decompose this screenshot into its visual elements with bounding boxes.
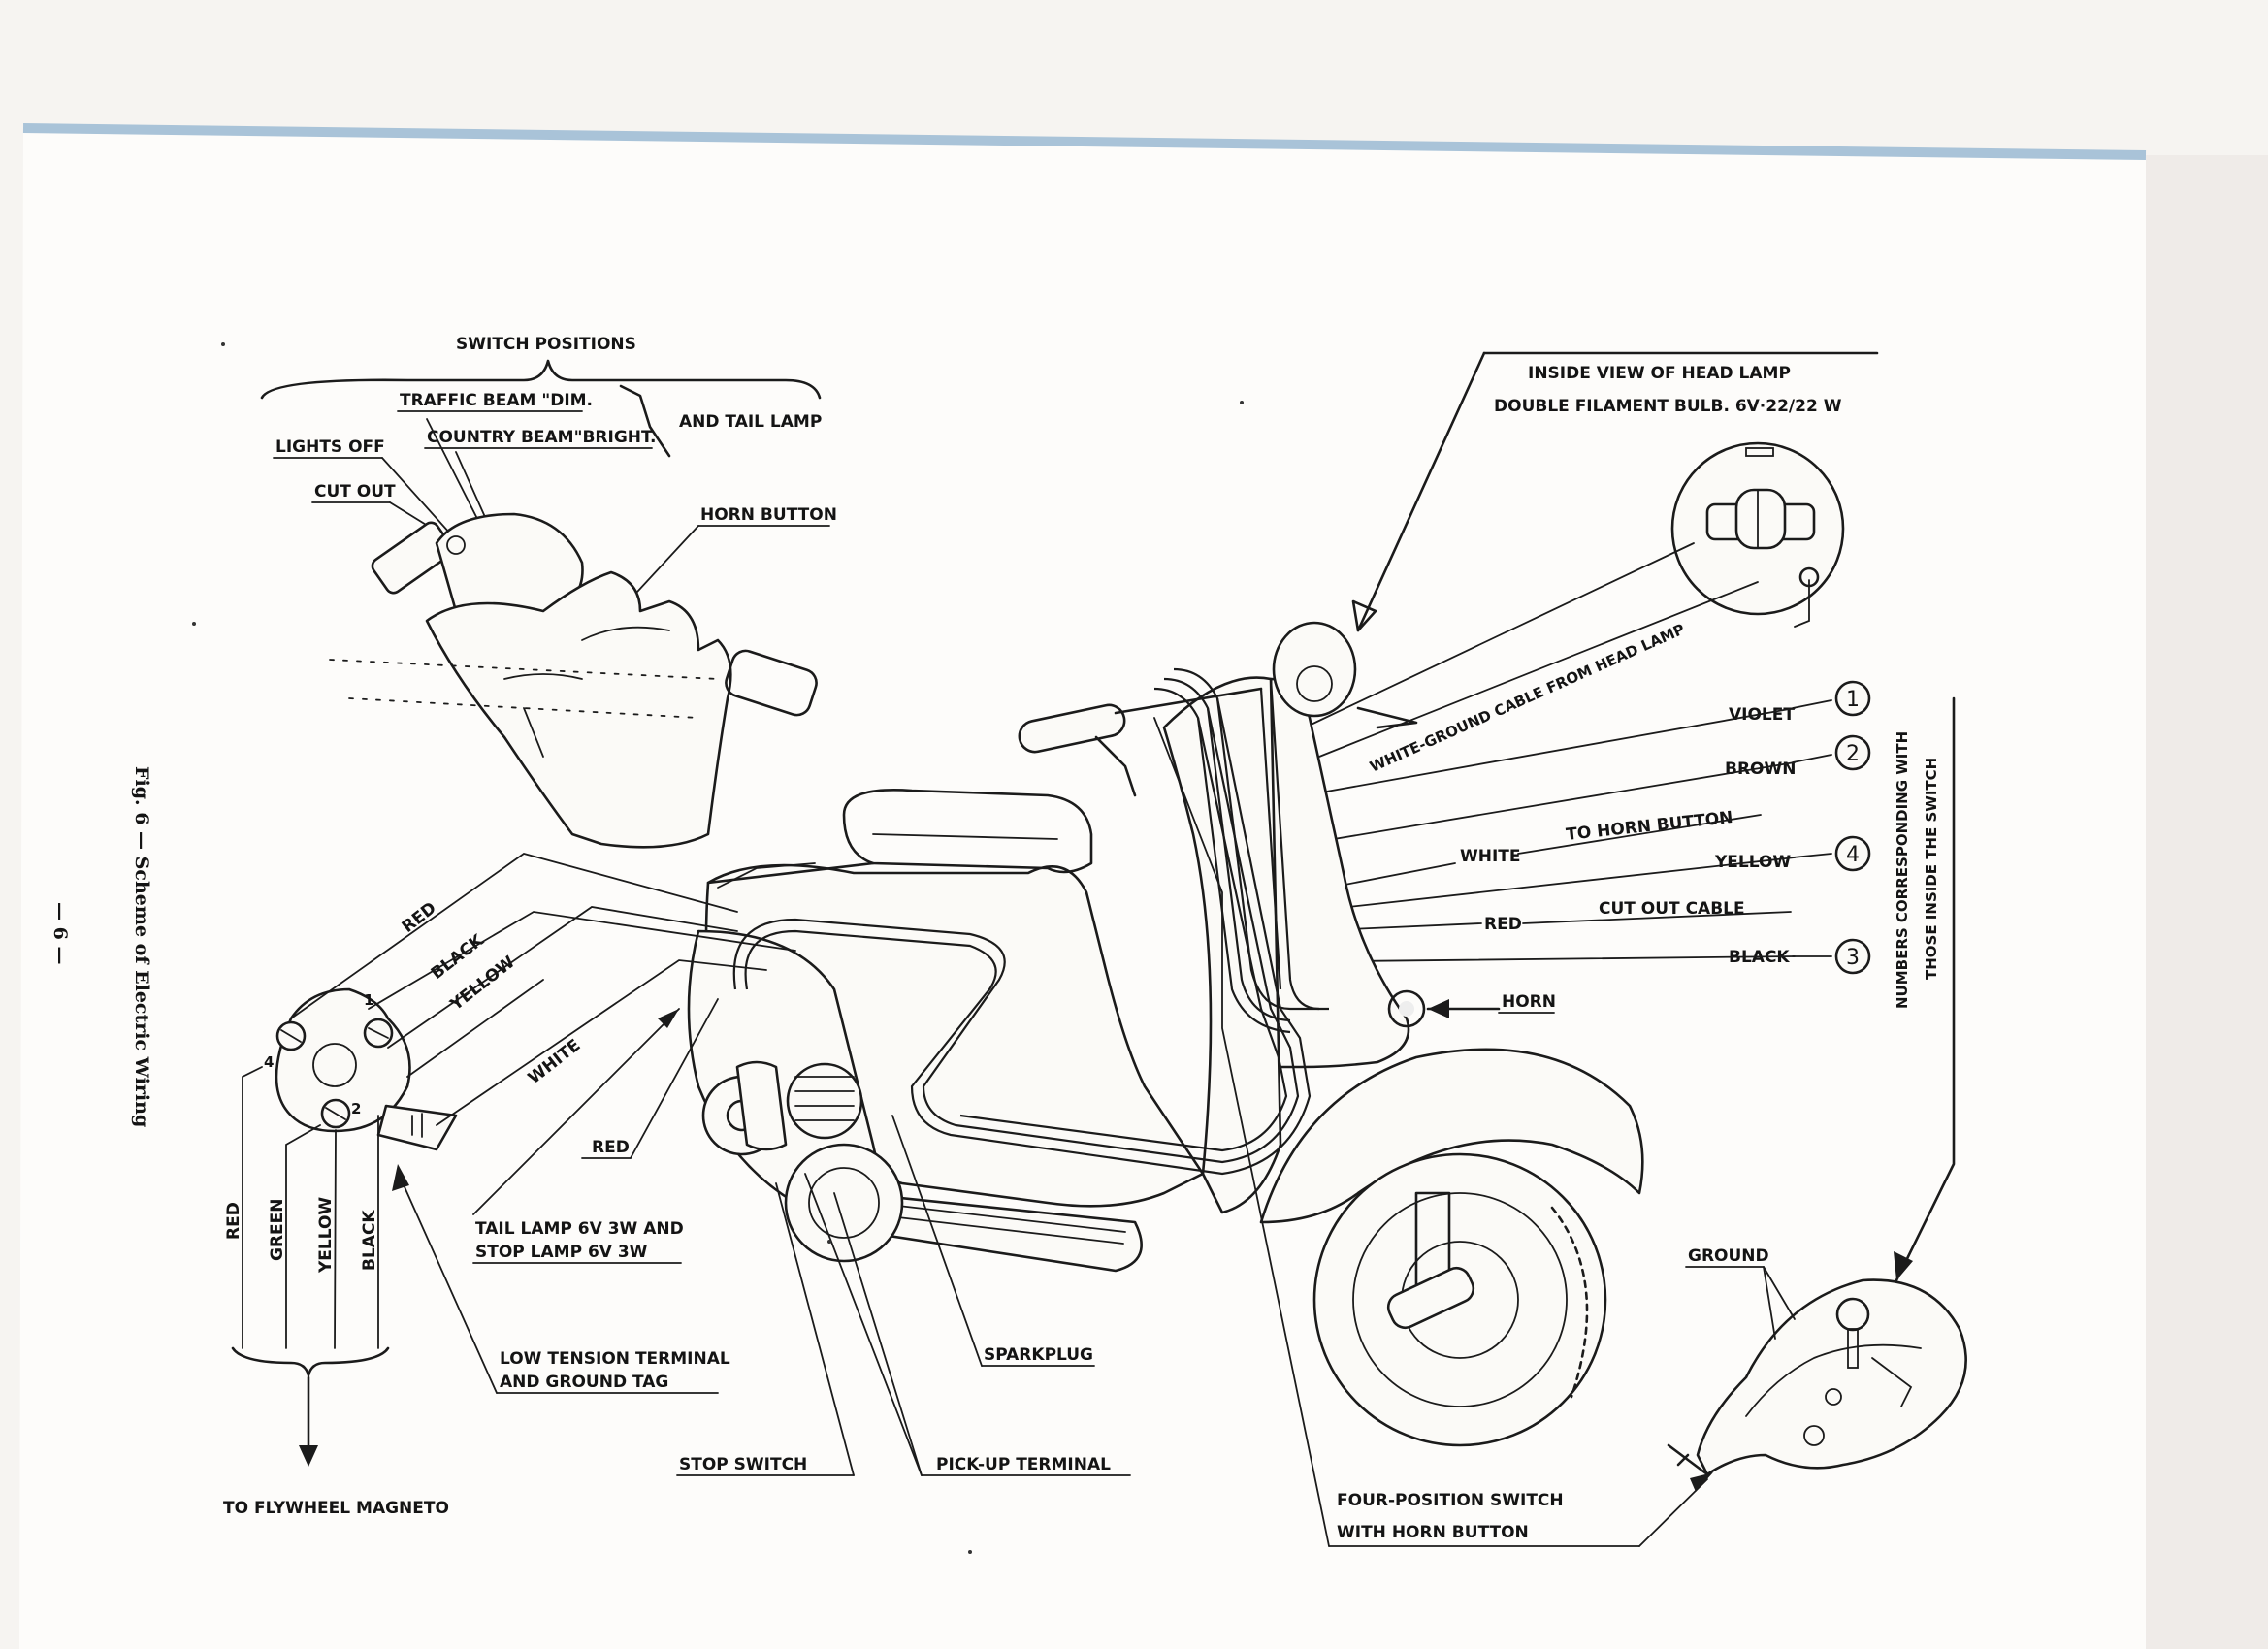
handlebar-grip-left	[1018, 703, 1126, 754]
circled-number-3	[1834, 938, 1871, 975]
sparkplug-label: SPARKPLUG	[984, 1345, 1093, 1365]
horn-button-label: HORN BUTTON	[700, 505, 837, 525]
switch-positions-group: SWITCH POSITIONS TRAFFIC BEAM "DIM. COUN…	[260, 335, 837, 631]
rear-wheel	[784, 1143, 904, 1263]
sparkplug-callout: SPARKPLUG	[891, 1115, 1095, 1367]
circled-number-4	[1834, 835, 1871, 872]
four-position-line1: FOUR-POSITION SWITCH	[1337, 1491, 1564, 1510]
low-tension-callout: LOW TENSION TERMINAL AND GROUND TAG	[392, 1164, 730, 1394]
circled-number-1	[1834, 680, 1871, 717]
wire-white-label: WHITE	[1460, 847, 1521, 866]
low-tension-line2: AND GROUND TAG	[500, 1373, 668, 1392]
head-lamp-line1: INSIDE VIEW OF HEAD LAMP	[1528, 364, 1791, 383]
four-position-line2: WITH HORN BUTTON	[1337, 1523, 1529, 1542]
stop-switch-callout: STOP SWITCH	[676, 1182, 855, 1476]
page-number: — 6 —	[49, 902, 71, 964]
terminal-block: 4 1 2	[264, 987, 458, 1151]
head-lamp-line2: DOUBLE FILAMENT BULB. 6V·22/22 W	[1494, 397, 1842, 416]
wire-brown-label: BROWN	[1725, 760, 1796, 779]
stop-switch-label: STOP SWITCH	[679, 1455, 807, 1474]
headlamp	[1272, 621, 1357, 718]
low-tension-line1: LOW TENSION TERMINAL	[500, 1349, 730, 1369]
and-tail-lamp-label: AND TAIL LAMP	[679, 412, 822, 432]
horn-label: HORN	[1502, 992, 1556, 1012]
tail-lamp-line1: TAIL LAMP 6V 3W AND	[475, 1219, 684, 1239]
page-top-edge	[22, 123, 2147, 160]
wire-red-extra: CUT OUT CABLE	[1599, 899, 1745, 919]
wire-black-vertical: BLACK	[360, 1210, 379, 1271]
mag-wire-red2: RED	[592, 1138, 630, 1157]
four-position-callout: FOUR-POSITION SWITCH WITH HORN BUTTON	[1153, 717, 1713, 1547]
svg-text:2: 2	[351, 1100, 361, 1117]
numbers-note-line2: THOSE INSIDE THE SWITCH	[1923, 758, 1940, 980]
svg-text:1: 1	[1846, 688, 1860, 712]
scooter-illustration	[687, 621, 1644, 1447]
svg-text:1: 1	[364, 991, 373, 1009]
flywheel-wire-group: RED GREEN YELLOW BLACK TO FLYWHEEL MAGNE…	[223, 1066, 449, 1518]
tail-lamp-line2: STOP LAMP 6V 3W	[475, 1243, 648, 1262]
traffic-beam-label: TRAFFIC BEAM "DIM.	[400, 391, 593, 410]
wire-green-vertical: GREEN	[268, 1199, 287, 1262]
tail-lamp-callout: TAIL LAMP 6V 3W AND STOP LAMP 6V 3W	[472, 1008, 684, 1264]
wire-yellow-vertical: YELLOW	[316, 1197, 336, 1274]
circled-number-2	[1834, 734, 1871, 771]
wire-red-vertical: RED	[224, 1202, 243, 1240]
lights-off-label: LIGHTS OFF	[275, 437, 385, 457]
cut-out-label: CUT OUT	[314, 482, 396, 501]
four-position-switch-inset: GROUND	[1667, 1246, 1967, 1476]
horn	[1387, 989, 1426, 1028]
figure-caption: Fig. 6 — Scheme of Electric Wiring	[131, 766, 152, 1127]
svg-text:4: 4	[264, 1053, 274, 1071]
country-beam-label: COUNTRY BEAM"BRIGHT.	[427, 428, 656, 447]
flywheel-label: TO FLYWHEEL MAGNETO	[223, 1499, 449, 1518]
hand-switch-illustration	[329, 512, 818, 849]
seat	[842, 789, 1093, 874]
pickup-callout: PICK-UP TERMINAL	[804, 1173, 1131, 1476]
engine-cylinder	[786, 1062, 863, 1140]
wire-red-label: RED	[1484, 915, 1522, 934]
wire-violet-label: VIOLET	[1729, 705, 1795, 725]
pickup-label: PICK-UP TERMINAL	[936, 1455, 1111, 1474]
svg-text:3: 3	[1846, 946, 1860, 970]
svg-text:4: 4	[1846, 843, 1860, 867]
numbers-note-line1: NUMBERS CORRESPONDING WITH	[1894, 731, 1911, 1009]
switch-positions-title: SWITCH POSITIONS	[456, 335, 636, 354]
svg-text:2: 2	[1846, 742, 1860, 766]
ground-label: GROUND	[1688, 1246, 1769, 1266]
